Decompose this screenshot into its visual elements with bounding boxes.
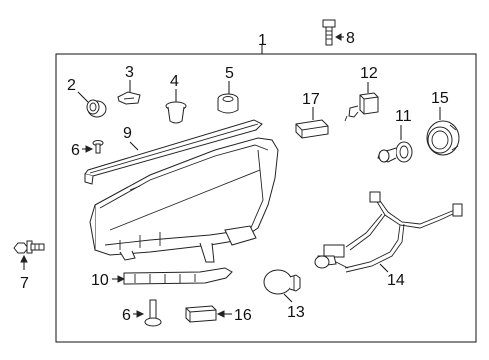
callout-9: 9 bbox=[123, 125, 132, 142]
part-8-bolt bbox=[322, 19, 336, 46]
arrow-10 bbox=[117, 275, 126, 283]
callout-7: 7 bbox=[20, 275, 29, 292]
part-2-grommet bbox=[86, 99, 107, 118]
callout-13: 13 bbox=[287, 304, 305, 321]
part-6-screw-top bbox=[92, 140, 104, 154]
callout-10: 10 bbox=[91, 272, 109, 289]
arrow-6b bbox=[136, 310, 145, 318]
part-16-block bbox=[185, 305, 217, 323]
part-6-screw-bottom bbox=[144, 299, 162, 327]
part-10-bracket bbox=[123, 267, 233, 285]
part-11-bulb bbox=[377, 141, 413, 163]
leader-13 bbox=[283, 293, 293, 303]
part-headlamp-assembly bbox=[89, 137, 279, 263]
arrow-6a bbox=[85, 145, 94, 153]
part-9-seal bbox=[84, 119, 263, 185]
callout-15: 15 bbox=[431, 90, 449, 107]
part-14-harness bbox=[314, 191, 463, 273]
leader-9 bbox=[129, 141, 139, 151]
callout-11: 11 bbox=[395, 108, 412, 125]
leader-14 bbox=[379, 263, 389, 273]
callout-16: 16 bbox=[234, 307, 252, 324]
arrow-16 bbox=[216, 310, 225, 318]
callout-6b: 6 bbox=[122, 307, 131, 324]
leader-2 bbox=[77, 91, 89, 103]
assembly-frame bbox=[55, 53, 477, 343]
part-3-clip bbox=[117, 91, 141, 105]
callout-4: 4 bbox=[170, 73, 179, 90]
callout-17: 17 bbox=[302, 91, 320, 108]
part-12-bulb bbox=[344, 92, 379, 122]
callout-6a: 6 bbox=[71, 142, 80, 159]
part-15-cap bbox=[426, 120, 460, 156]
part-7-bolt bbox=[13, 240, 45, 254]
part-5-grommet bbox=[217, 93, 239, 114]
part-17-connector bbox=[295, 119, 329, 139]
arrow-7 bbox=[20, 254, 28, 263]
part-13-bulb bbox=[263, 269, 301, 295]
callout-3: 3 bbox=[125, 64, 134, 81]
callout-8: 8 bbox=[346, 30, 355, 47]
callout-14: 14 bbox=[387, 272, 405, 289]
arrow-8 bbox=[335, 33, 342, 41]
callout-5: 5 bbox=[225, 65, 234, 82]
callout-2: 2 bbox=[67, 77, 76, 94]
callout-1: 1 bbox=[258, 32, 267, 49]
part-4-grommet bbox=[165, 101, 187, 124]
callout-12: 12 bbox=[360, 65, 378, 82]
